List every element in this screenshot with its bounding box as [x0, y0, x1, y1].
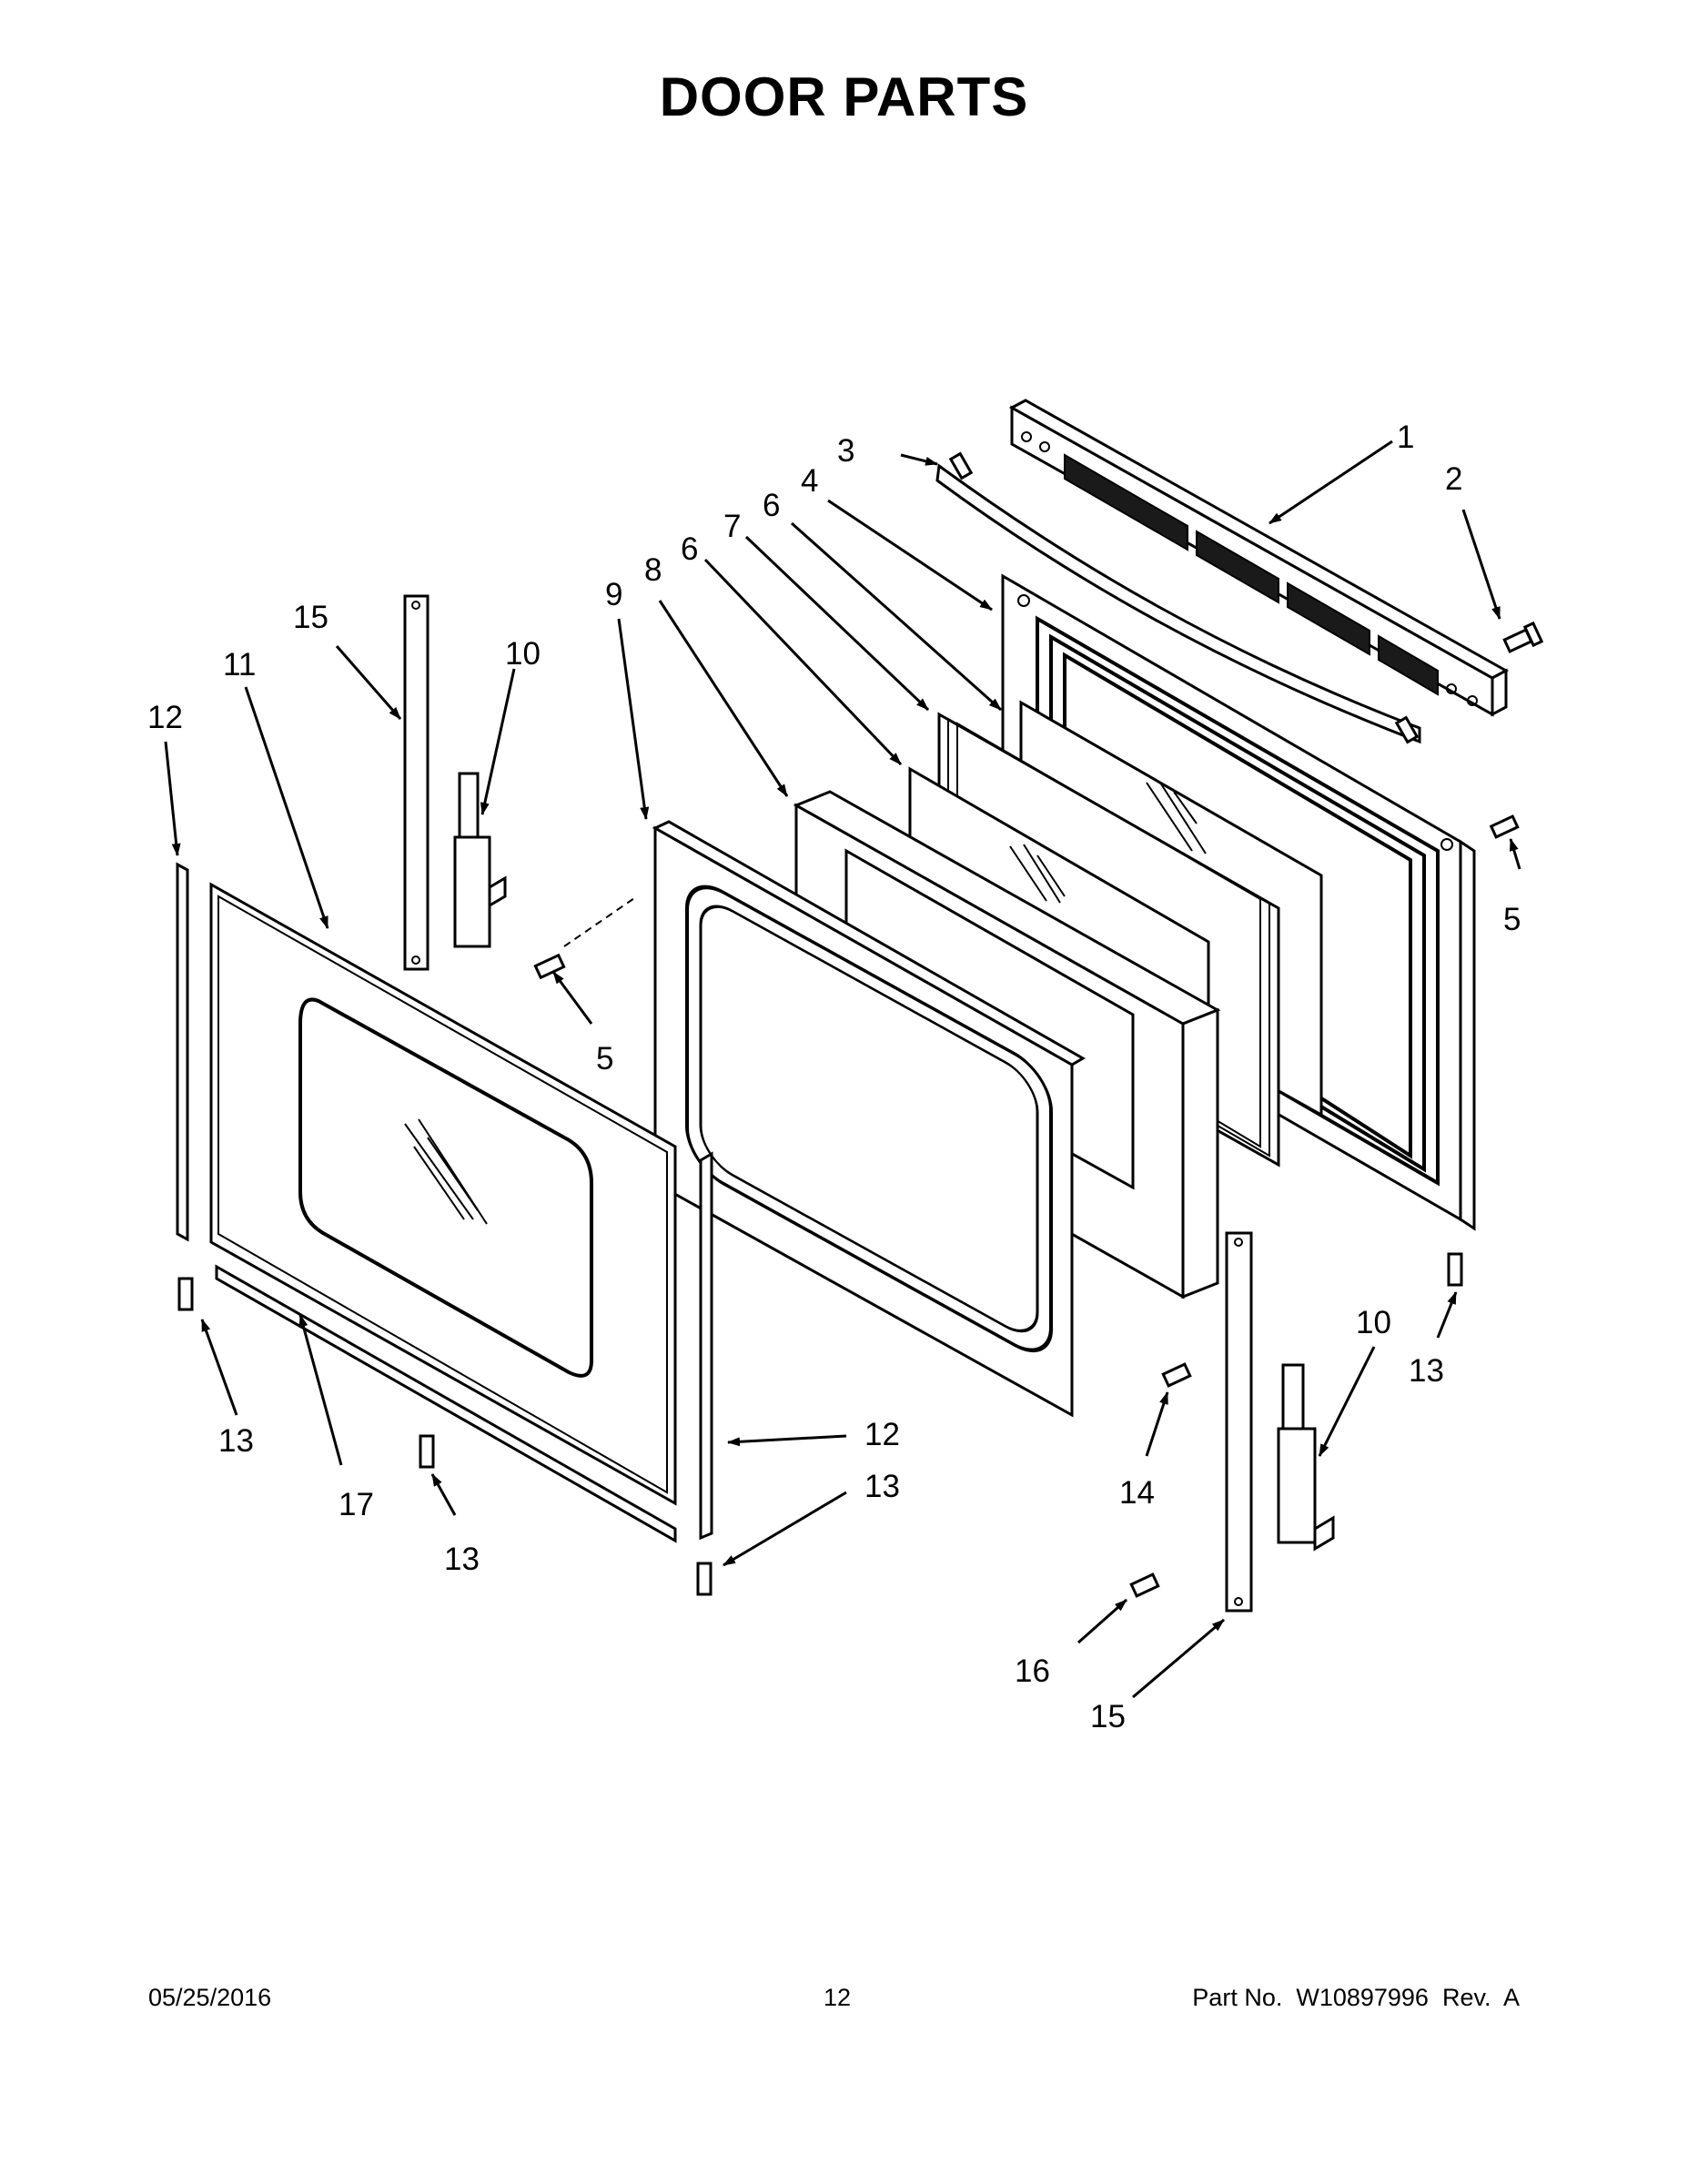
callout-12b: 12 [864, 1417, 900, 1452]
callout-3: 3 [837, 433, 854, 469]
screw-part-13-a [177, 1277, 194, 1311]
screw-part-13-c [696, 1562, 713, 1596]
hinge-right-part [1277, 1363, 1335, 1552]
vent-trim-part [1008, 399, 1510, 717]
callout-10b: 10 [1356, 1305, 1391, 1340]
side-trim-right-part [699, 1151, 713, 1541]
callout-14: 14 [1119, 1475, 1155, 1511]
inner-door-panel-part [652, 820, 1086, 1418]
callout-6a: 6 [681, 531, 698, 567]
callout-12a: 12 [147, 700, 183, 735]
callout-6b: 6 [763, 488, 780, 523]
screw-part-13-d [1447, 1252, 1463, 1287]
page-title: DOOR PARTS [659, 66, 1029, 127]
screw-part-13-b [419, 1434, 435, 1469]
vent-slots [1064, 453, 1439, 696]
footer-part-number: Part No. W10897996 Rev. A [1192, 1984, 1520, 2011]
outer-door-panel-part [209, 882, 677, 1506]
screw-part-2 [1502, 621, 1544, 653]
hinge-receiver-right-part [1225, 1231, 1253, 1613]
hinge-left-part [453, 772, 507, 948]
callout-11: 11 [223, 647, 256, 682]
callout-10a: 10 [505, 636, 541, 672]
callout-1: 1 [1397, 420, 1414, 455]
callout-5b: 5 [1503, 902, 1521, 937]
callout-4: 4 [801, 463, 818, 499]
callout-9: 9 [605, 577, 622, 612]
screw-part-5-right [1489, 814, 1520, 839]
screw-part-5-left [533, 953, 566, 980]
hinge-receiver-left-part [403, 594, 430, 971]
leader-lines [164, 440, 1521, 1699]
side-trim-left-part [176, 862, 189, 1242]
callout-13d: 13 [1409, 1353, 1444, 1389]
callout-5a: 5 [596, 1041, 613, 1077]
callout-16: 16 [1015, 1653, 1050, 1689]
bottom-trim-part [215, 1264, 677, 1543]
screw-part-14 [1161, 1362, 1192, 1388]
callout-8: 8 [644, 552, 662, 588]
screw-part-16 [1129, 1572, 1160, 1598]
callout-13c: 13 [864, 1469, 900, 1504]
callout-17: 17 [339, 1487, 374, 1522]
footer-date: 05/25/2016 [148, 1984, 272, 2011]
footer-page-number: 12 [824, 1984, 852, 2011]
callout-2: 2 [1445, 461, 1462, 497]
callout-13b: 13 [444, 1542, 480, 1577]
callout-15a: 15 [293, 600, 329, 635]
door-handle-part [935, 451, 1421, 744]
callout-15b: 15 [1090, 1699, 1126, 1734]
callout-7: 7 [723, 509, 741, 544]
callout-13a: 13 [218, 1423, 254, 1459]
